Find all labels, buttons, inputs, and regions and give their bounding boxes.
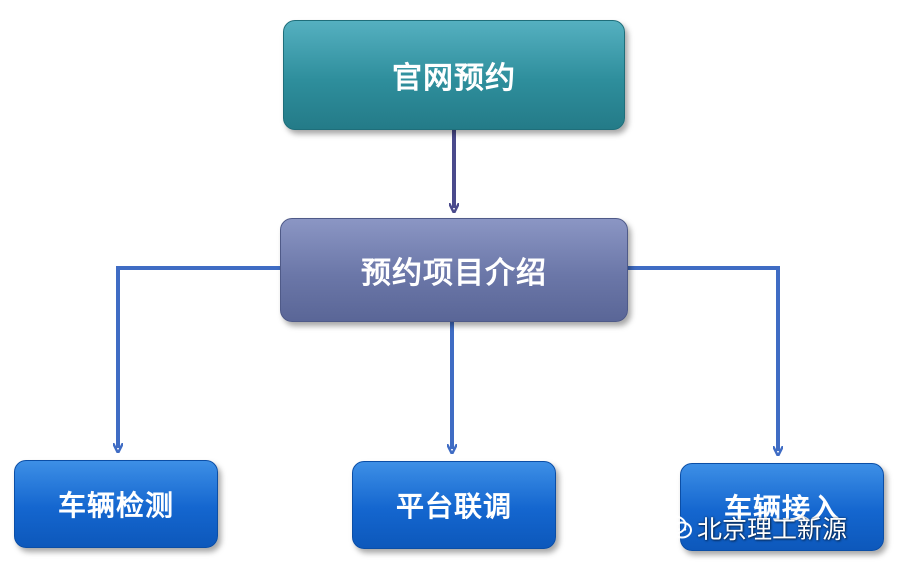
node-top: 官网预约 <box>283 20 625 130</box>
node-middle: 预约项目介绍 <box>280 218 628 322</box>
watermark-text: 北京理工新源 <box>697 515 848 544</box>
node-top-label: 官网预约 <box>392 61 516 96</box>
edge-mid-to-right <box>628 266 778 451</box>
node-middle-label: 预约项目介绍 <box>361 256 547 291</box>
node-leaf-right: 车辆接入 <box>680 463 884 551</box>
watermark: 北京理工新源 <box>663 510 847 546</box>
node-leaf-center: 平台联调 <box>352 461 556 549</box>
node-leaf-left: 车辆检测 <box>14 460 218 548</box>
edge-mid-to-left <box>118 266 280 448</box>
node-leaf-left-label: 车辆检测 <box>57 489 174 522</box>
node-leaf-right-label: 车辆接入 <box>723 492 840 525</box>
node-leaf-center-label: 平台联调 <box>395 490 512 523</box>
wechat-icon <box>663 515 692 539</box>
